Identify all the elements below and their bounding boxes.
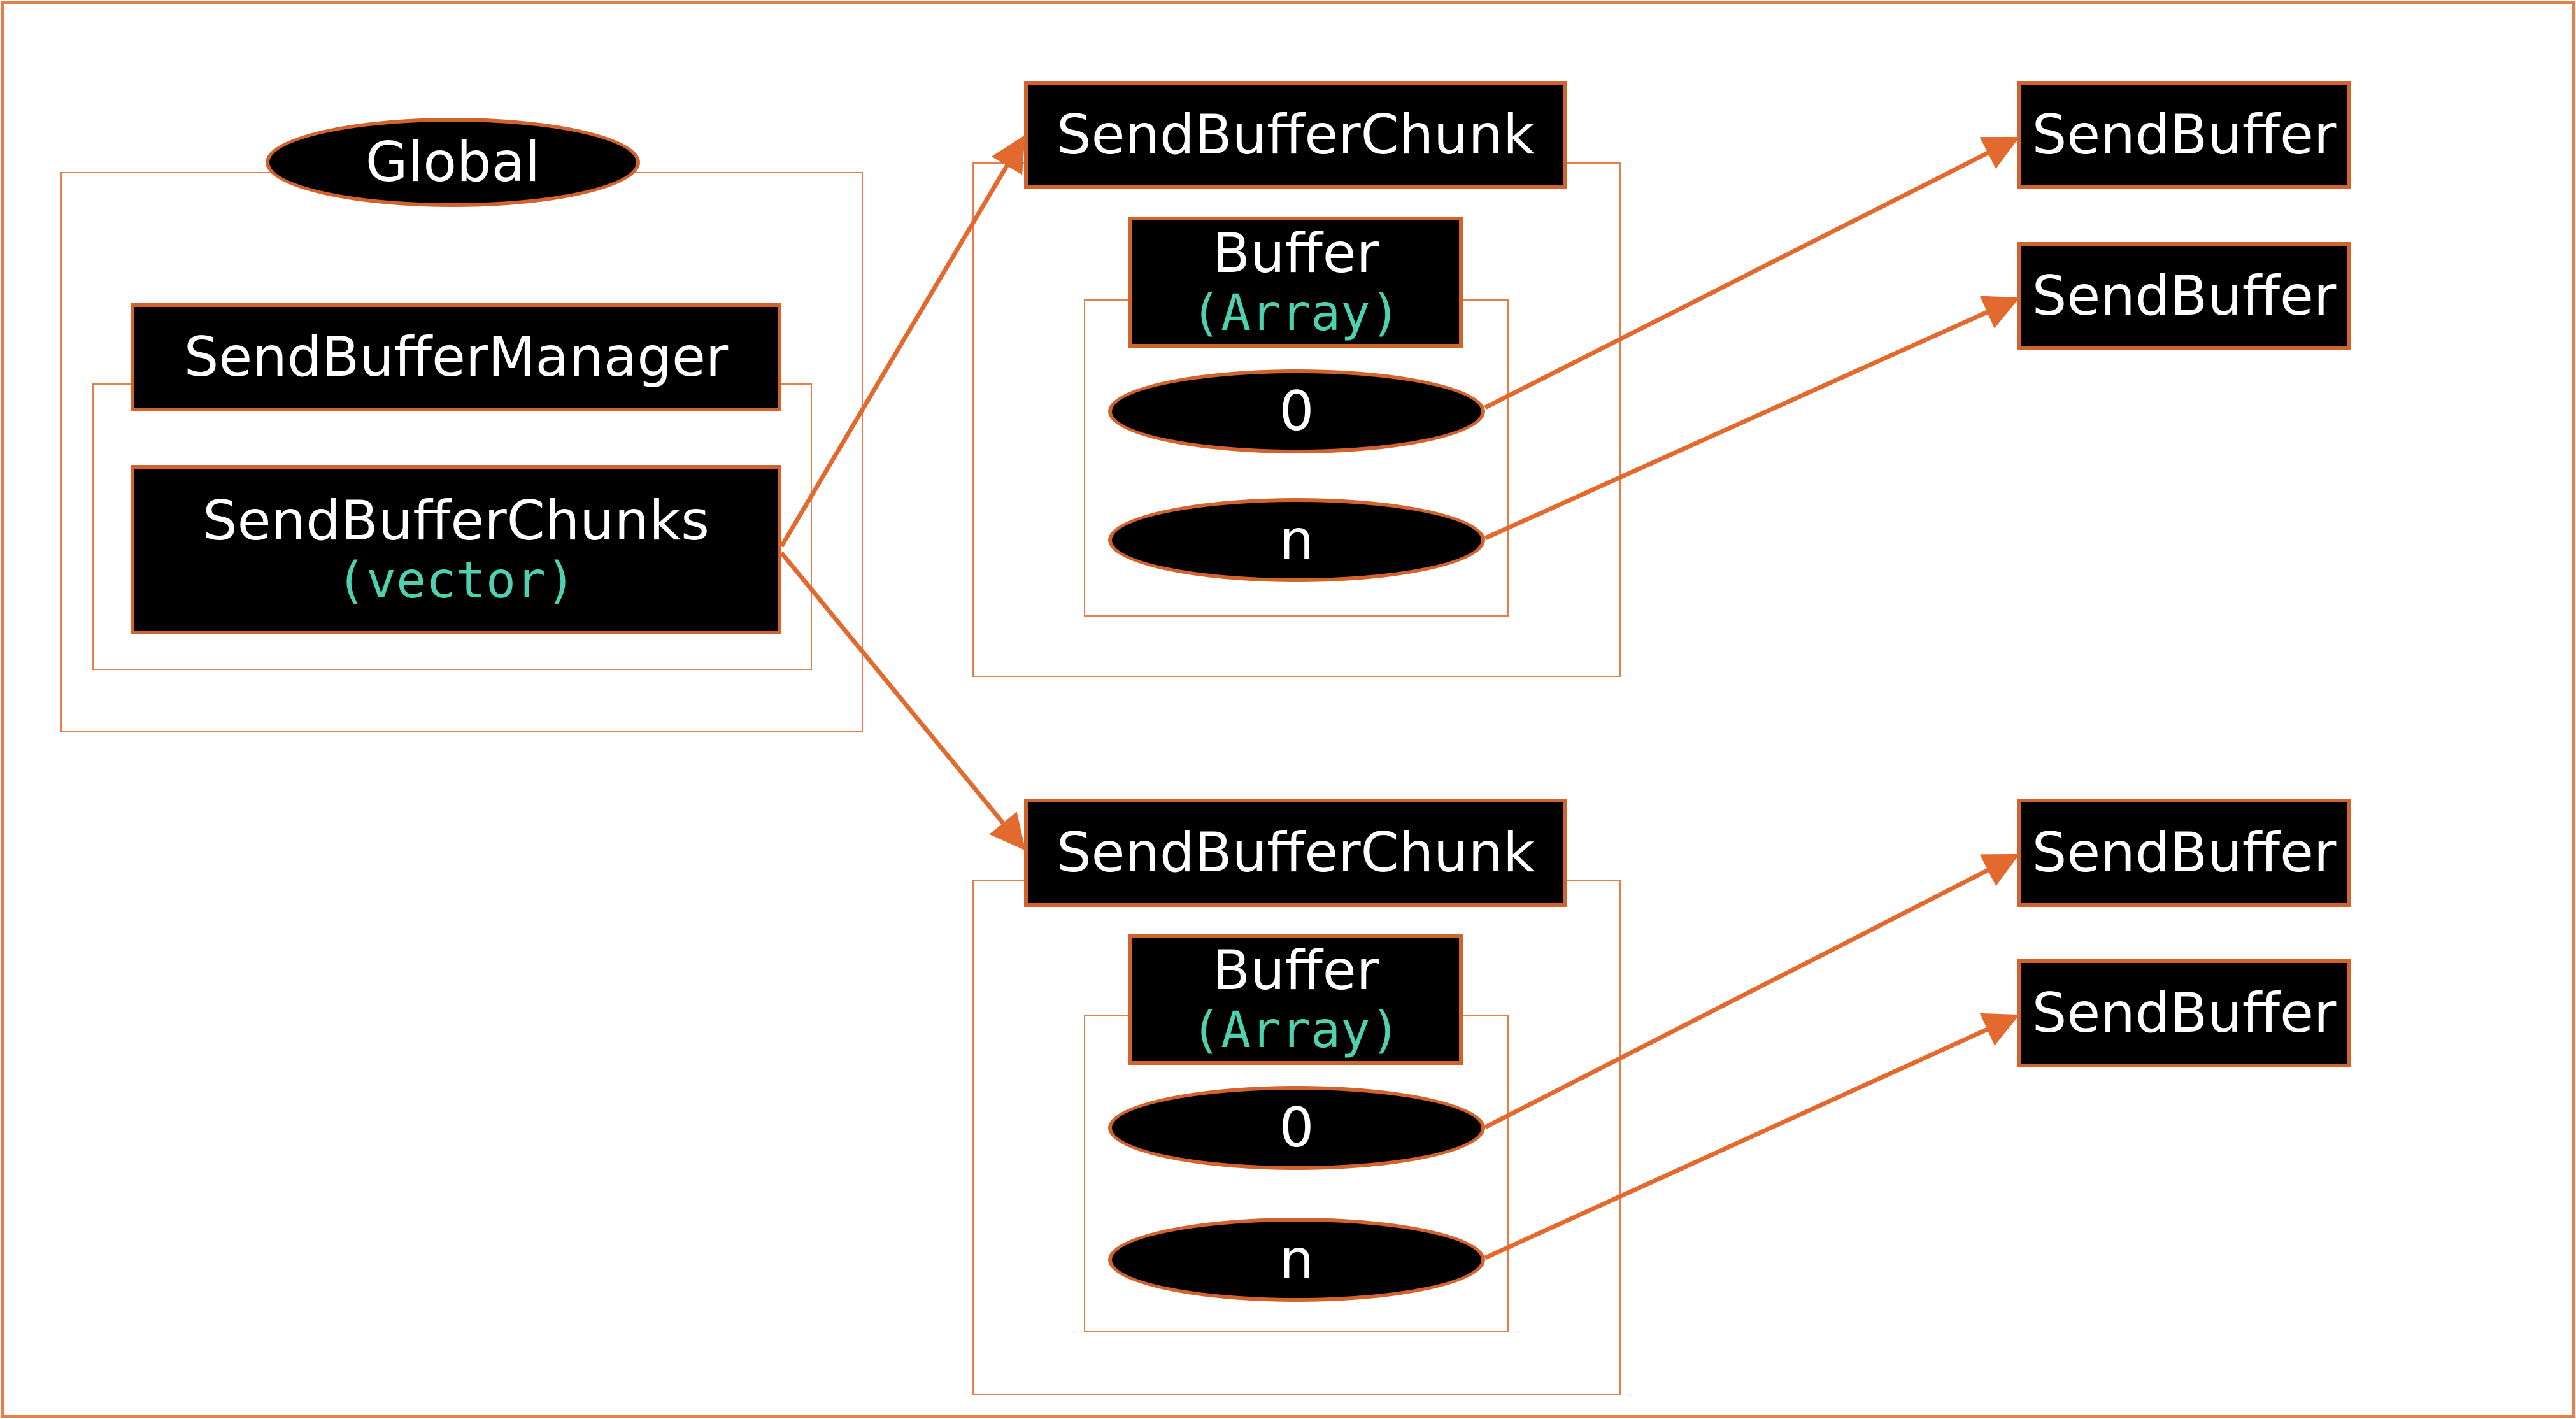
chunk-1-slot-last: n [1108,498,1485,582]
chunk-1-slot-first: 0 [1108,369,1485,453]
chunk-2-send-buffer-2: SendBuffer [2017,959,2351,1067]
chunk-2-slot-first-label: 0 [1279,1096,1314,1160]
chunk-2-buffer-type: (Array) [1191,1001,1400,1059]
global-node: Global [266,118,640,207]
chunk-1-slot-first-arrow [1484,136,2020,410]
chunk-2-send-buffer-1: SendBuffer [2017,799,2351,907]
chunk-2-title: SendBufferChunk [1057,820,1535,885]
chunk-2-buffer-label: Buffer [1212,938,1379,1002]
chunks-to-chunk-2-arrow [779,551,1026,851]
chunk-1-buffer-label: Buffer [1212,221,1379,285]
chunk-2-slot-last: n [1108,1218,1485,1302]
chunk-1-send-buffer-2: SendBuffer [2017,242,2351,350]
chunk-2-slot-last-label: n [1279,1228,1314,1292]
global-label: Global [365,131,541,194]
chunk-1-buffer-node: Buffer (Array) [1128,217,1463,348]
send-buffer-manager-node: SendBufferManager [131,303,781,411]
chunks-to-chunk-1-arrow [779,134,1025,548]
chunk-1-slot-last-label: n [1279,508,1314,572]
chunk-1-slot-last-arrow [1484,296,2020,541]
chunk-1-buffer-type: (Array) [1191,284,1400,342]
chunk-2-send-buffer-1-label: SendBuffer [2032,820,2337,885]
send-buffer-chunks-type: (vector) [336,552,576,610]
chunk-1-title: SendBufferChunk [1057,103,1535,167]
send-buffer-chunks-node: SendBufferChunks (vector) [131,465,781,634]
chunk-1-send-buffer-1-label: SendBuffer [2032,103,2337,167]
chunk-1-node: SendBufferChunk [1024,81,1567,189]
chunk-1-send-buffer-1: SendBuffer [2017,81,2351,189]
chunk-2-buffer-node: Buffer (Array) [1128,934,1463,1065]
send-buffer-chunks-label: SendBufferChunks [203,488,709,553]
send-buffer-manager-label: SendBufferManager [183,325,729,389]
chunk-2-slot-last-arrow [1484,1013,2020,1260]
chunk-2-slot-first: 0 [1108,1086,1485,1170]
chunk-2-send-buffer-2-label: SendBuffer [2032,981,2337,1045]
chunk-2-node: SendBufferChunk [1024,799,1567,907]
chunk-2-slot-first-arrow [1484,853,2020,1130]
chunk-1-slot-first-label: 0 [1279,380,1314,443]
chunk-1-send-buffer-2-label: SendBuffer [2032,264,2337,328]
